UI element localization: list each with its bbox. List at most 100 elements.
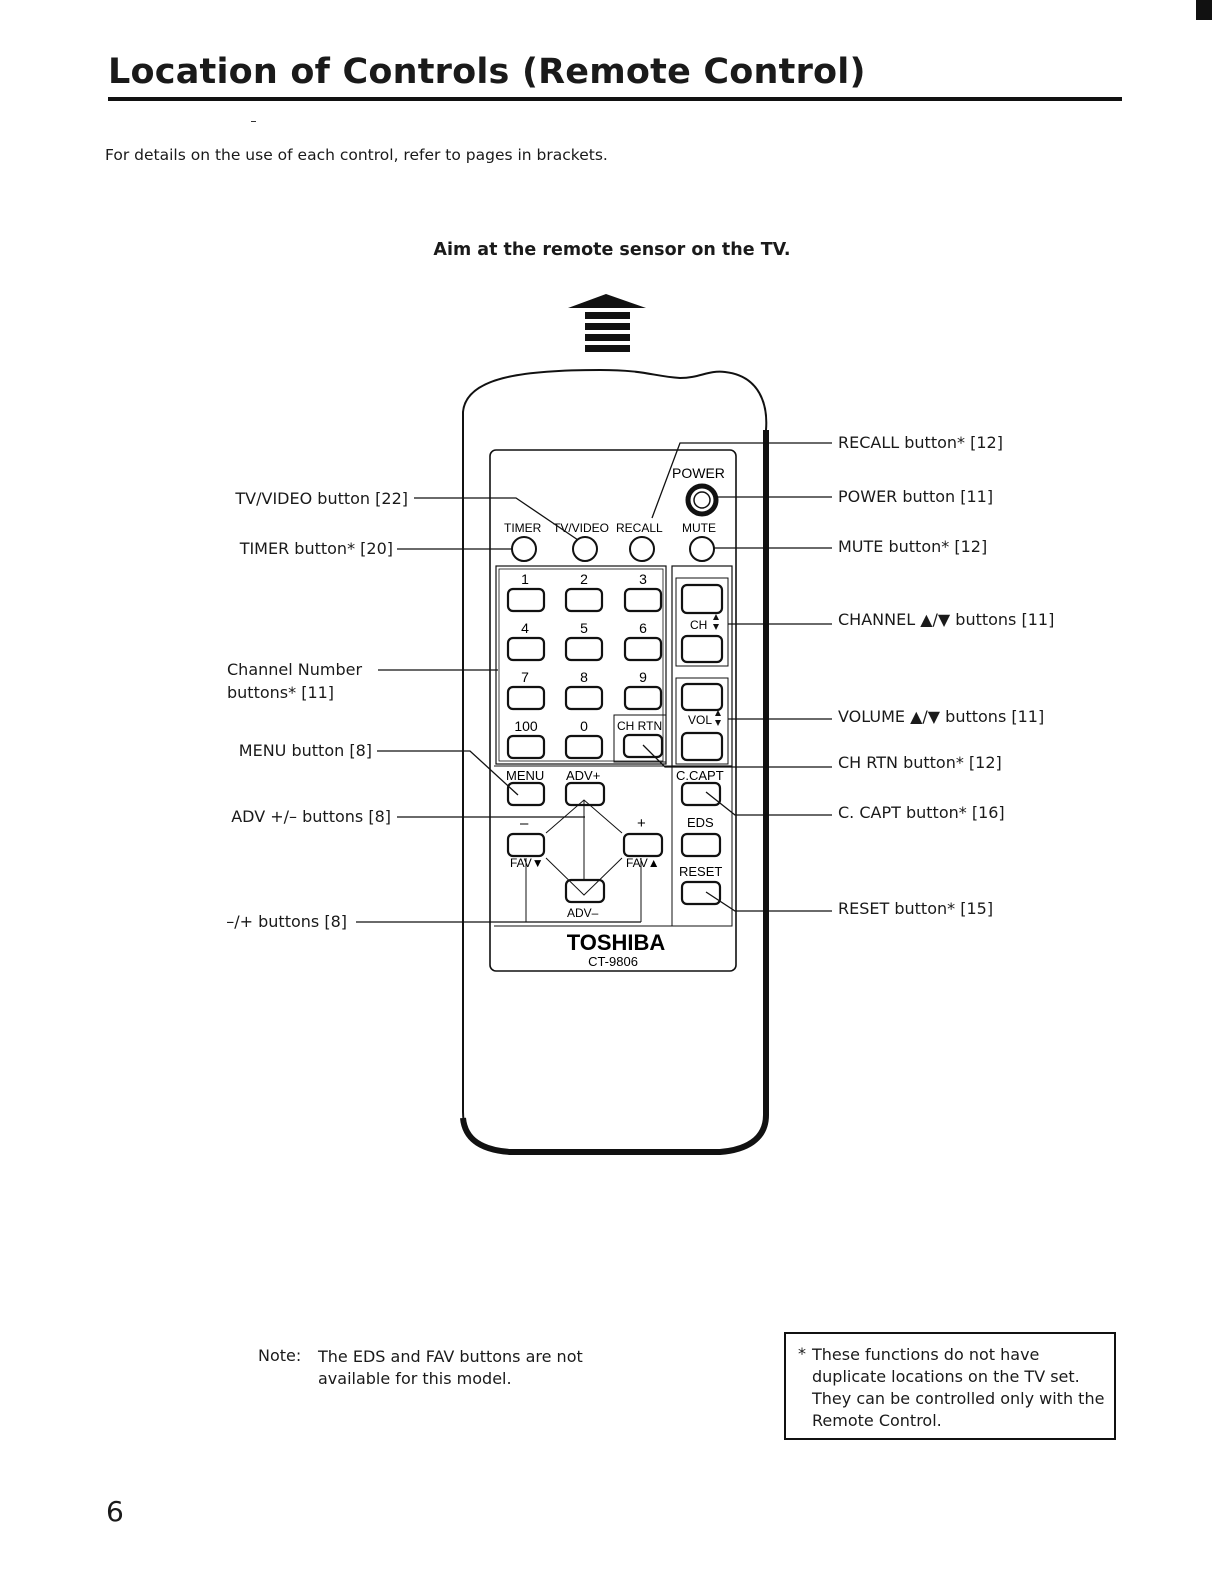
digit-label-9: 9 [639, 669, 647, 685]
minus-button[interactable] [506, 832, 546, 858]
eds-button[interactable] [680, 832, 722, 858]
remote-label-power: POWER [672, 465, 725, 481]
leader-tv-video [414, 497, 579, 541]
callout-channel: CHANNEL ▲/▼ buttons [11] [838, 610, 1055, 629]
note-text: The EDS and FAV buttons are not availabl… [318, 1347, 583, 1388]
adv-plus-button[interactable] [564, 781, 606, 807]
channel-sub-frame [675, 577, 729, 667]
volume-up-button[interactable] [680, 682, 724, 712]
digit-button-2[interactable] [564, 587, 604, 613]
remote-label-adv-minus: ADV– [567, 906, 599, 920]
digit-label-5: 5 [580, 620, 588, 636]
tv-video-button[interactable] [572, 536, 598, 562]
remote-label-adv-plus: ADV+ [566, 768, 600, 783]
remote-label-recall: RECALL [616, 521, 663, 535]
callout-power: POWER button [11] [838, 487, 994, 506]
callout-ch-rtn: CH RTN button* [12] [838, 753, 1002, 772]
mute-button[interactable] [689, 536, 715, 562]
intro-text: For details on the use of each control, … [105, 146, 608, 164]
digit-button-100[interactable] [506, 734, 546, 760]
callout-minus-plus: –/+ buttons [8] [226, 912, 347, 931]
channel-down-button[interactable] [680, 634, 724, 664]
power-button[interactable] [685, 483, 719, 517]
callout-mute: MUTE button* [12] [838, 537, 988, 556]
digit-label-3: 3 [639, 571, 647, 587]
volume-updown-icon [715, 710, 721, 726]
callout-volume: VOLUME ▲/▼ buttons [11] [838, 707, 1045, 726]
callout-channel-number-line2: buttons* [11] [227, 683, 335, 702]
volume-sub-frame [675, 677, 729, 765]
remote-label-tv-video: TV/VIDEO [553, 521, 609, 535]
digit-button-5[interactable] [564, 636, 604, 662]
brand-logo: TOSHIBA [567, 930, 666, 955]
digit-button-4[interactable] [506, 636, 546, 662]
callout-reset: RESET button* [15] [838, 899, 994, 918]
callout-adv: ADV +/– buttons [8] [231, 807, 391, 826]
remote-label-eds: EDS [687, 815, 714, 830]
leader-reset [705, 891, 832, 912]
channel-updown-icon [713, 614, 719, 630]
remote-label-menu: MENU [506, 768, 544, 783]
corner-tab-mark [1196, 0, 1212, 20]
remote-label-fav-down: FAV▼ [510, 856, 544, 870]
callout-tv-video: TV/VIDEO button [22] [235, 489, 408, 508]
number-pad-frame-inner [498, 568, 664, 762]
digit-button-6[interactable] [623, 636, 663, 662]
digit-label-0: 0 [580, 718, 588, 734]
remote-label-timer: TIMER [504, 521, 542, 535]
callout-menu: MENU button [8] [238, 741, 372, 760]
model-number: CT-9806 [588, 954, 638, 969]
footnote-text: These functions do not have duplicate lo… [812, 1345, 1105, 1430]
menu-button[interactable] [506, 781, 546, 807]
digit-label-100: 100 [514, 718, 538, 734]
volume-down-button[interactable] [680, 731, 724, 762]
note-label: Note: [258, 1346, 302, 1365]
aim-caption: Aim at the remote sensor on the TV. [433, 240, 791, 260]
remote-label-minus: – [520, 815, 529, 832]
leader-ch-rtn [642, 744, 832, 768]
digit-button-1[interactable] [506, 587, 546, 613]
digit-label-8: 8 [580, 669, 588, 685]
leader-menu [377, 750, 519, 796]
plus-button[interactable] [622, 832, 664, 858]
remote-label-ch-rtn: CH RTN [617, 719, 662, 733]
callout-timer: TIMER button* [20] [239, 539, 393, 558]
channel-up-button[interactable] [680, 583, 724, 615]
leader-c-capt [705, 791, 832, 816]
title-rule [108, 97, 1122, 101]
remote-label-vol: VOL [688, 713, 712, 727]
digit-label-7: 7 [521, 669, 529, 685]
remote-label-fav-up: FAV▲ [626, 856, 660, 870]
ch-rtn-button[interactable] [622, 733, 664, 759]
remote-label-ch: CH [690, 618, 707, 632]
page-title: Location of Controls (Remote Control) [108, 52, 866, 92]
remote-label-plus: + [637, 815, 646, 832]
remote-label-c-capt: C.CAPT [676, 768, 724, 783]
digit-button-8[interactable] [564, 685, 604, 711]
footnote-box [784, 1332, 1116, 1440]
remote-label-reset: RESET [679, 864, 722, 879]
digit-button-7[interactable] [506, 685, 546, 711]
remote-faceplate [489, 449, 737, 972]
remote-label-mute: MUTE [682, 521, 716, 535]
footnote-asterisk: * [798, 1344, 806, 1363]
digit-label-1: 1 [521, 571, 529, 587]
callout-c-capt: C. CAPT button* [16] [838, 803, 1005, 822]
c-capt-button[interactable] [680, 781, 722, 807]
number-pad-frame [495, 565, 667, 765]
digit-label-2: 2 [580, 571, 588, 587]
digit-button-3[interactable] [623, 587, 663, 613]
page-number: 6 [106, 1495, 124, 1528]
callout-channel-number-line1: Channel Number [227, 660, 363, 679]
reset-button[interactable] [680, 880, 722, 906]
callout-recall: RECALL button* [12] [838, 433, 1003, 452]
remote-body-shadow [460, 430, 769, 1155]
recall-button[interactable] [629, 536, 655, 562]
adv-minus-button[interactable] [564, 878, 606, 904]
digit-label-6: 6 [639, 620, 647, 636]
ch-rtn-frame [613, 714, 667, 763]
digit-button-9[interactable] [623, 685, 663, 711]
digit-button-0[interactable] [564, 734, 604, 760]
timer-button[interactable] [511, 536, 537, 562]
